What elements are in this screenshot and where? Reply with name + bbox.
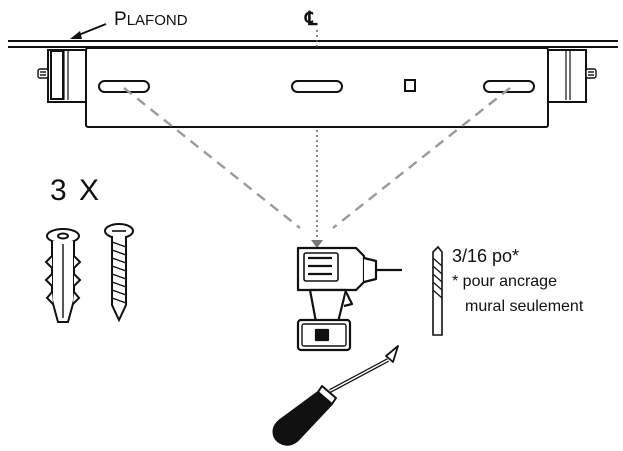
mounting-slot-left	[98, 80, 150, 93]
anchor-quantity-label: 3 X	[50, 174, 102, 207]
screwdriver-icon	[272, 345, 399, 446]
bracket-screw-left	[37, 68, 49, 79]
bracket-screw-right	[585, 68, 597, 79]
drill-bit-size-label: 3/16 po*	[452, 246, 520, 266]
footnote-line-1: * pour ancrage	[452, 273, 557, 290]
drill-guide-lines	[123, 87, 511, 229]
footnote-line-2: mural seulement	[465, 298, 584, 315]
ceiling-pointer-arrow	[70, 23, 107, 39]
ceiling-label-initial: P	[114, 9, 127, 30]
mounting-slot-center	[291, 80, 343, 93]
centerline-arrow	[311, 240, 323, 248]
drill-icon	[296, 246, 402, 352]
screw-icon	[104, 223, 134, 323]
ceiling-label-rest: LAFOND	[126, 12, 188, 29]
wall-anchor-icon	[44, 228, 82, 323]
centerline-symbol: ℄	[305, 9, 318, 30]
square-hole	[404, 79, 416, 92]
mounting-slot-right	[483, 80, 535, 93]
ceiling-label: PLAFOND	[114, 9, 188, 31]
drill-bit-icon	[432, 245, 443, 336]
ceiling-line	[8, 40, 618, 48]
